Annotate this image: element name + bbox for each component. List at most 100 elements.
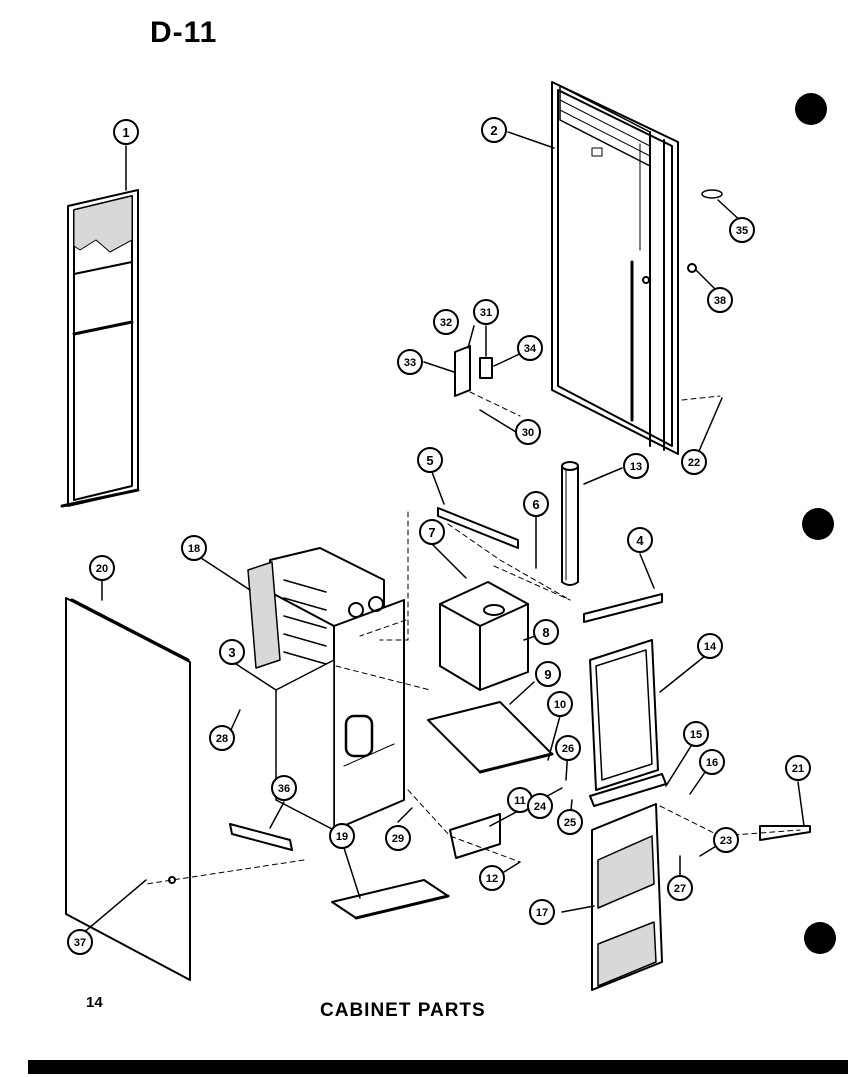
callout-14: 14 xyxy=(697,633,723,659)
callout-39: 39 xyxy=(379,479,381,481)
callout-19-label: 19 xyxy=(336,831,348,843)
callout-5: 5 xyxy=(417,447,443,473)
callout-35: 35 xyxy=(729,217,755,243)
callout-30-label: 30 xyxy=(522,427,534,439)
callout-26: 26 xyxy=(555,735,581,761)
callout-36-label: 36 xyxy=(278,783,290,795)
callout-22-label: 22 xyxy=(688,457,700,469)
callout-3-label: 3 xyxy=(228,645,235,660)
callout-34: 34 xyxy=(517,335,543,361)
callout-33-label: 33 xyxy=(404,357,416,369)
callout-32: 32 xyxy=(433,309,459,335)
callout-13-label: 13 xyxy=(630,461,642,473)
callout-20: 20 xyxy=(89,555,115,581)
callout-20-label: 20 xyxy=(96,563,108,575)
callout-7-label: 7 xyxy=(428,525,435,540)
part-side-panel-left xyxy=(60,189,140,508)
part-side-panel-front xyxy=(65,597,191,981)
callout-6: 6 xyxy=(523,491,549,517)
callout-1-label: 1 xyxy=(122,125,129,140)
callout-4-label: 4 xyxy=(636,533,644,548)
callout-28-label: 28 xyxy=(216,733,228,745)
callout-12: 12 xyxy=(479,865,505,891)
callout-31: 31 xyxy=(473,299,499,325)
callout-38: 38 xyxy=(707,287,733,313)
part-brackets xyxy=(437,507,663,623)
callout-35-label: 35 xyxy=(736,225,748,237)
callout-23-label: 23 xyxy=(720,835,732,847)
page-code: D-11 xyxy=(150,16,218,49)
callout-16-label: 16 xyxy=(706,757,718,769)
callout-39-label: 39 xyxy=(379,479,381,481)
callout-32-label: 32 xyxy=(440,317,452,329)
callout-30: 30 xyxy=(515,419,541,445)
callout-4: 4 xyxy=(627,527,653,553)
callout-27: 27 xyxy=(667,875,693,901)
callout-13: 13 xyxy=(623,453,649,479)
callout-8: 8 xyxy=(533,619,559,645)
callout-33: 33 xyxy=(397,349,423,375)
part-flue-pipe xyxy=(561,461,579,586)
part-filter xyxy=(589,639,667,807)
callout-36: 36 xyxy=(271,775,297,801)
callouts: 1 2 3 4 5 6 7 8 9 10 11 12 13 14 15 16 1… xyxy=(67,117,811,955)
part-front-grille xyxy=(591,803,663,991)
callout-37: 37 xyxy=(67,929,93,955)
callout-34-label: 34 xyxy=(524,343,537,355)
callout-9-label: 9 xyxy=(544,667,551,682)
callout-38-label: 38 xyxy=(714,295,726,307)
callout-29: 29 xyxy=(385,825,411,851)
callout-22: 22 xyxy=(681,449,707,475)
callout-25-label: 25 xyxy=(564,817,576,829)
callout-24: 24 xyxy=(527,793,553,819)
callout-19: 19 xyxy=(329,823,355,849)
callout-10-label: 10 xyxy=(554,699,566,711)
binder-hole-middle xyxy=(802,508,834,540)
callout-21-label: 21 xyxy=(792,763,804,775)
callout-18: 18 xyxy=(181,535,207,561)
part-back-panel xyxy=(551,81,679,455)
scan-edge-bar xyxy=(28,1060,848,1074)
callout-21: 21 xyxy=(785,755,811,781)
part-tray xyxy=(427,701,554,774)
callout-7: 7 xyxy=(419,519,445,545)
callout-11-label: 11 xyxy=(514,795,526,807)
callout-15: 15 xyxy=(683,721,709,747)
binder-hole-bottom xyxy=(804,922,836,954)
callout-25: 25 xyxy=(557,809,583,835)
part-hardware-top xyxy=(454,189,723,397)
callout-2-label: 2 xyxy=(490,123,497,138)
callout-29-label: 29 xyxy=(392,833,404,845)
callout-27-label: 27 xyxy=(674,883,686,895)
callout-15-label: 15 xyxy=(690,729,702,741)
callout-16: 16 xyxy=(699,749,725,775)
callout-10: 10 xyxy=(547,691,573,717)
callout-17-label: 17 xyxy=(536,907,548,919)
callout-28: 28 xyxy=(209,725,235,751)
page-caption: CABINET PARTS xyxy=(320,1000,486,1021)
callout-23: 23 xyxy=(713,827,739,853)
callout-3: 3 xyxy=(219,639,245,665)
page-number: 14 xyxy=(86,994,103,1011)
part-small-brackets xyxy=(229,813,811,920)
callout-6-label: 6 xyxy=(532,497,539,512)
callout-26-label: 26 xyxy=(562,743,574,755)
callout-31-label: 31 xyxy=(480,307,492,319)
callout-18-label: 18 xyxy=(188,543,200,555)
callout-11: 11 xyxy=(507,787,533,813)
callout-24-label: 24 xyxy=(534,801,547,813)
callout-14-label: 14 xyxy=(704,641,717,653)
callout-2: 2 xyxy=(481,117,507,143)
callout-12-label: 12 xyxy=(486,873,498,885)
part-blower-housing xyxy=(439,581,529,691)
callout-5-label: 5 xyxy=(426,453,433,468)
callout-17: 17 xyxy=(529,899,555,925)
callout-1: 1 xyxy=(113,119,139,145)
callout-9: 9 xyxy=(535,661,561,687)
binder-hole-top xyxy=(795,93,827,125)
part-heat-exchanger xyxy=(247,547,405,831)
callout-37-label: 37 xyxy=(74,937,86,949)
callout-8-label: 8 xyxy=(542,625,549,640)
